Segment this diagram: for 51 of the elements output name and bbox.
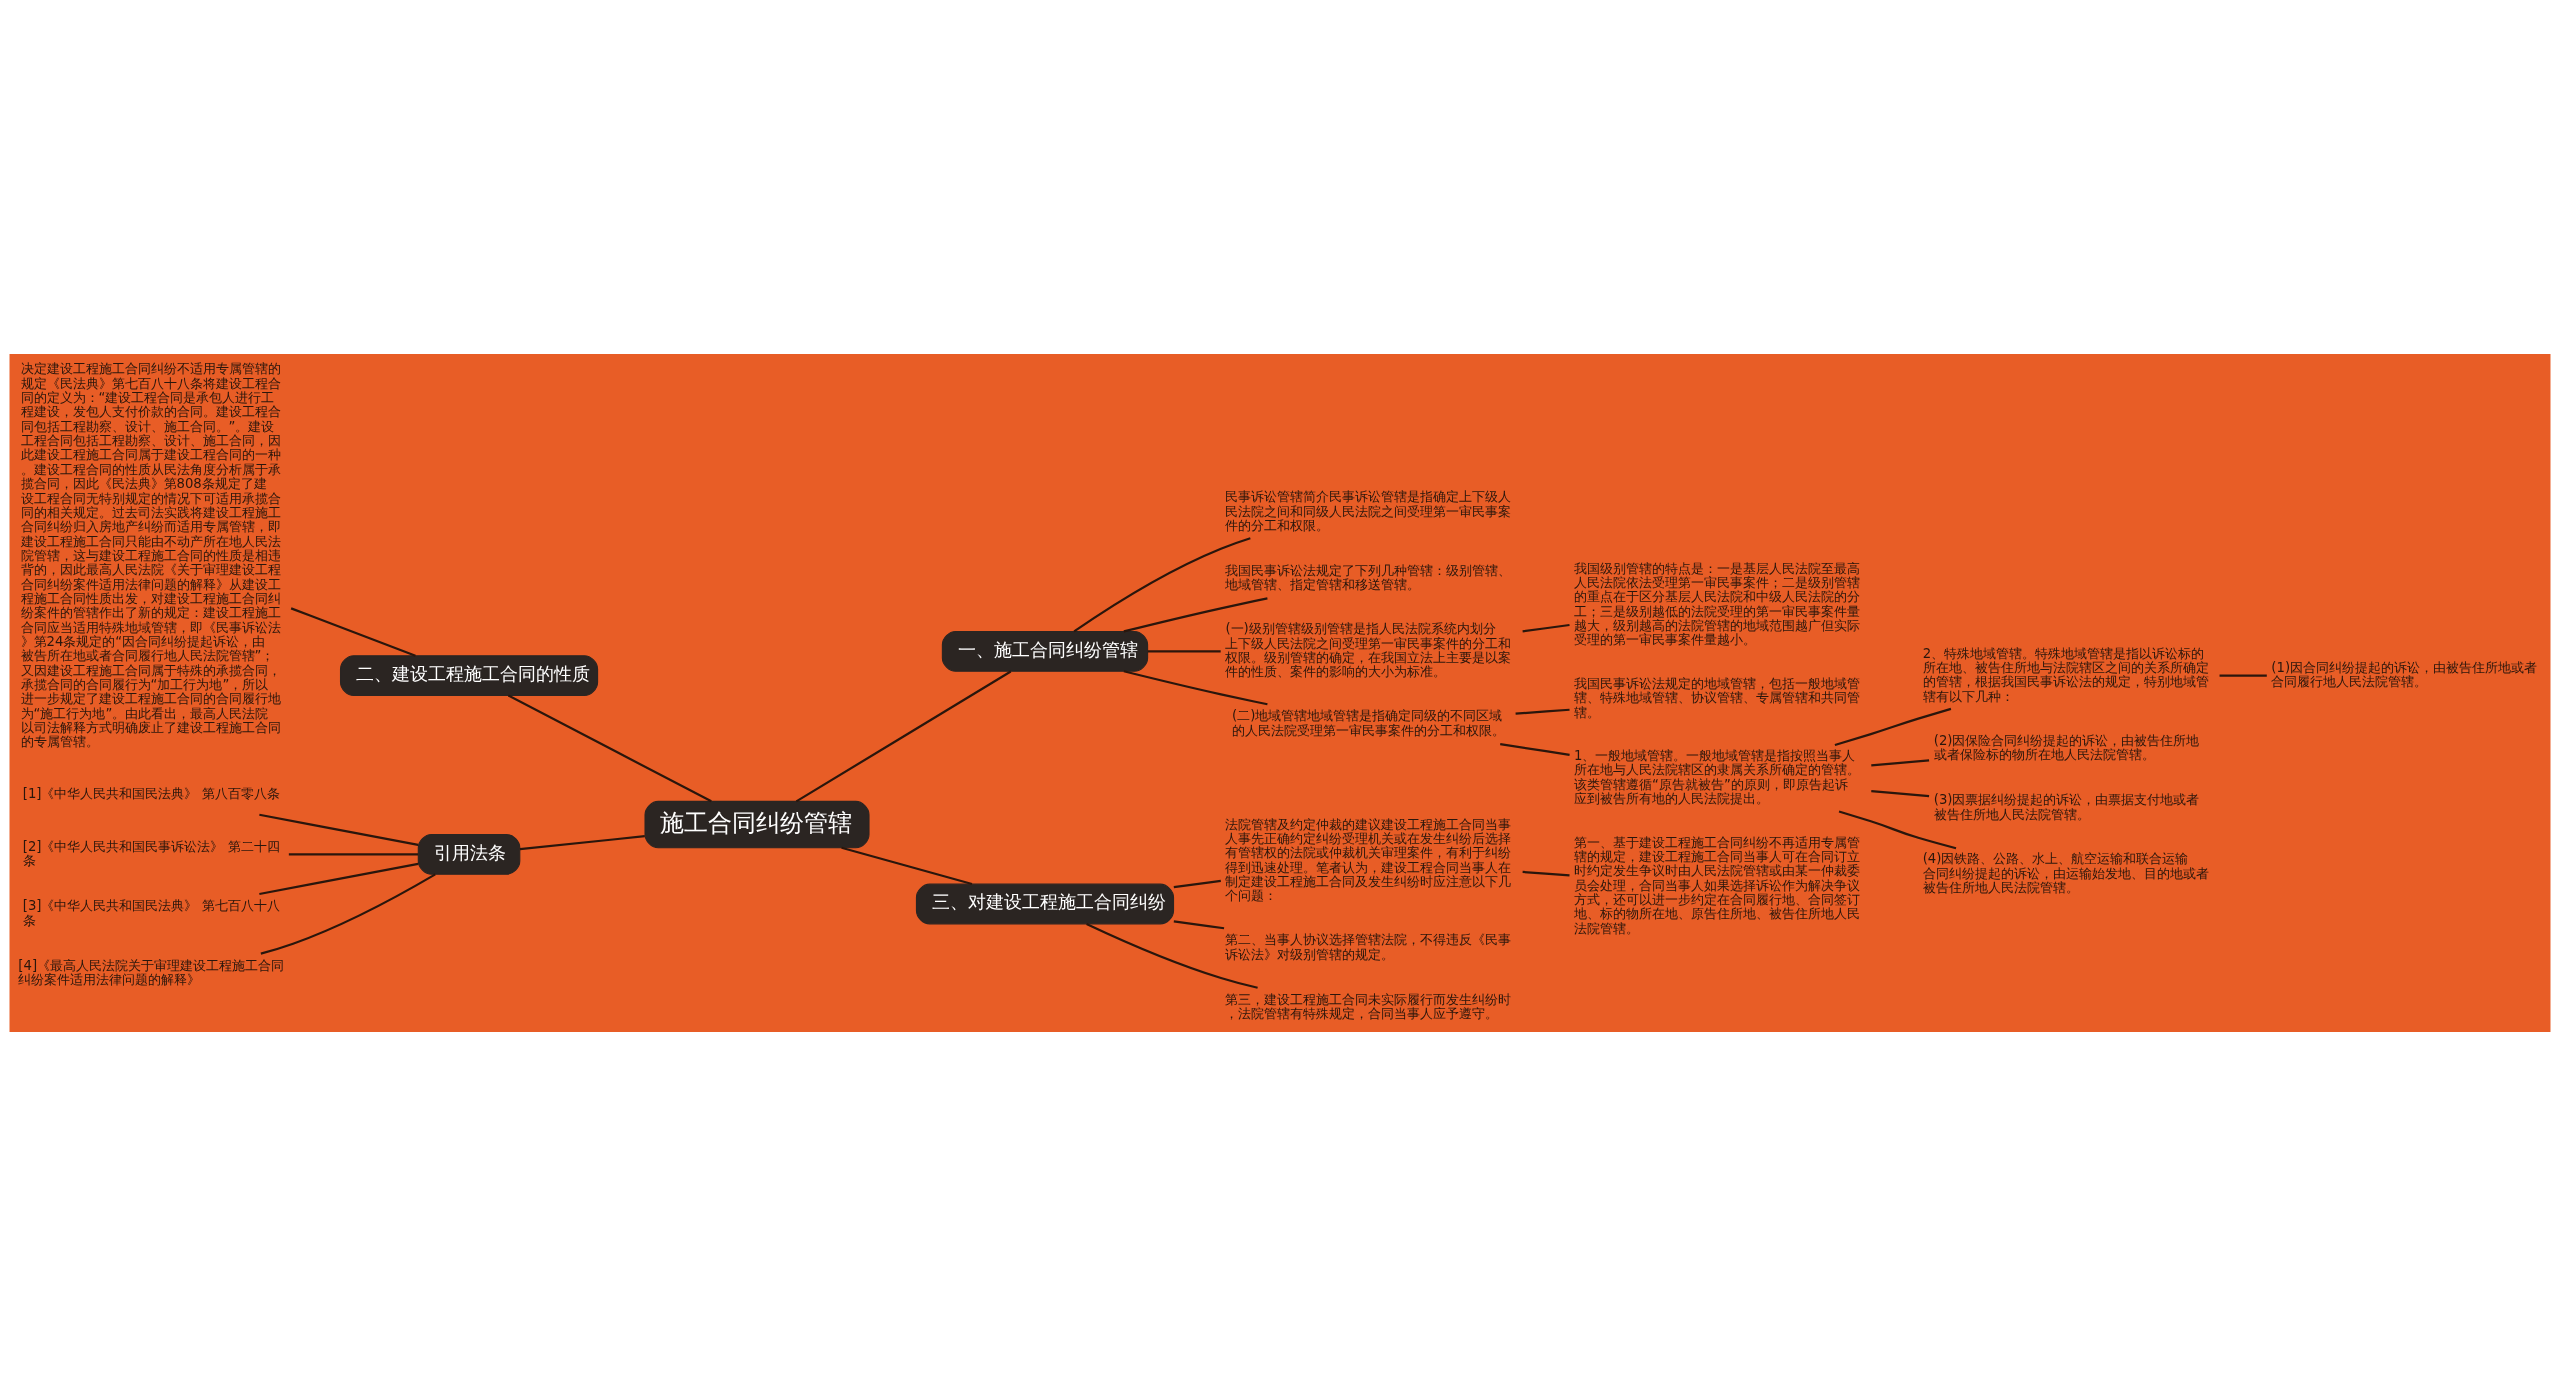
- node-box: 三、对建设工程施工合同纠纷: [915, 883, 1175, 925]
- node-text: 第三，建设工程施工合同未实际履行而发生纠纷时，法院管辖有特殊规定，合同当事人应予遵守。: [1225, 991, 1512, 1022]
- connector: [1500, 742, 1570, 756]
- node-box: 二、建设工程施工合同的性质: [339, 655, 599, 697]
- node-text: (二)地域管辖地域管辖是指确定同级的不同区域的人民法院受理第一审民事案件的分工和权限。: [1232, 708, 1505, 738]
- node-text: 我国民事诉讼法规定的地域管辖，包括一般地域管辖、特殊地域管辖、协议管辖、专属管辖和共同管辖。: [1574, 675, 1861, 720]
- connector: [1073, 537, 1251, 633]
- connector: [519, 835, 645, 851]
- connector: [1522, 623, 1570, 633]
- connector: [290, 607, 416, 657]
- connector: [1871, 759, 1930, 767]
- node-text: 第一、基于建设工程施工合同纠纷不再适用专属管辖的规定，建设工程施工合同当事人可在合同订立时约定发生争议时由人民法院管辖或由某一仲裁委员会处理，合同当事人如果选择诉讼作为解决争议方式，还可以进一步约定在合同履行地、合同签订地、标的物所在地、原告住所地、被告住所地人民法院管辖。: [1574, 834, 1861, 936]
- connector: [1871, 790, 1930, 798]
- node-text: 第二、当事人协议选择管辖法院，不得违反《民事诉讼法》对级别管辖的规定。: [1225, 932, 1512, 962]
- connector: [259, 813, 419, 846]
- node-text: (3)因票据纠纷提起的诉讼，由票据支付地或者被告住所地人民法院管辖。: [1933, 792, 2200, 822]
- connector: [841, 846, 973, 886]
- node-text: [2]《中华人民共和国民事诉讼法》 第二十四条: [22, 838, 280, 868]
- node-text: (4)因铁路、公路、水上、航空运输和联合运输合同纠纷提起的诉讼，由运输始发地、目的地或者被告住所地人民法院管辖。: [1922, 851, 2209, 895]
- node-text: [4]《最高人民法院关于审理建设工程施工合同纠纷案件适用法律问题的解释》: [18, 957, 285, 988]
- connector: [2219, 674, 2267, 677]
- connector: [795, 670, 1012, 803]
- connector: [1173, 920, 1225, 930]
- connector: [1173, 879, 1221, 889]
- connector: [1147, 650, 1221, 653]
- node-text: 法院管辖及约定仲裁的建议建设工程施工合同当事人事先正确约定纠纷受理机关或在发生纠纷后选择有管辖权的法院或仲裁机关审理案件，有利于纠纷得到迅速处理。笔者认为，建设工程合同当事人在制定建设工程施工合同及发生纠纷时应注意以下几个问题：: [1225, 816, 1512, 904]
- connector: [1834, 707, 1952, 747]
- node-text: [1]《中华人民共和国民法典》 第八百零八条: [22, 786, 280, 802]
- node-text: 我国级别管辖的特点是：一是基层人民法院至最高人民法院依法受理第一审民事案件；二是级别管辖的重点在于区分基层人民法院和中级人民法院的分工；三是级别越低的法院受理的第一审民事案件量越大，级别越高的法院管辖的地域范围越广但实际受理的第一审民事案件量越小。: [1574, 560, 1861, 648]
- node-text: 民事诉讼管辖简介民事诉讼管辖是指确定上下级人民法院之间和同级人民法院之间受理第一审民事案件的分工和权限。: [1225, 489, 1512, 534]
- node-text: 2、特殊地域管辖。特殊地域管辖是指以诉讼标的所在地、被告住所地与法院辖区之间的关系所确定的管辖，根据我国民事诉讼法的规定，特别地域管辖有以下几种：: [1922, 645, 2209, 704]
- connector: [1123, 670, 1268, 706]
- connector: [1086, 922, 1258, 989]
- connector: [1123, 597, 1268, 633]
- connector: [1838, 810, 1957, 850]
- node-text: 决定建设工程施工合同纠纷不适用专属管辖的规定《民法典》第七百八十八条将建设工程合同的定义为：“建设工程合同是承包人进行工程建设，发包人支付价款的合同。建设工程合同包括工程勘察、设计、施工合同。”。建设工程合同包括工程勘察、设计、施工合同，因此建设工程施工合同属于建设工程合同的一种。建设工程合同的性质从民法角度分析属于承揽合同，因此《民法典》第808条规定了建设工程合同无特别规定的情况下可适用承揽合同的相关规定。过去司法实践将建设工程施工合同纠纷归入房地产纠纷而适用专属管辖，即建设工程施工合同只能由不动产所在地人民法院管辖，这与建设工程施工合同的性质是相违背的，因此最高人民法院《关于审理建设工程合同纠纷案件适用法律问题的解释》从建设工程施工合同性质出发，对建设工程施工合同纠纷案件的管辖作出了新的规定：建设工程施工合同应当适用特殊地域管辖，即《民事诉讼法》第24条规定的“因合同纠纷提起诉讼，由被告所在地或者合同履行地人民法院管辖”；又因建设工程施工合同属于特殊的承揽合同，承揽合同的合同履行为“加工行为地”，所以进一步规定了建设工程施工合同的合同履行地为“施工行为地”。由此看出，最高人民法院以司法解释方式明确废止了建设工程施工合同的专属管辖。: [20, 361, 281, 750]
- node-text: [3]《中华人民共和国民法典》 第七百八十八条: [22, 898, 280, 928]
- connector: [507, 694, 712, 803]
- node-text: (1)因合同纠纷提起的诉讼，由被告住所地或者合同履行地人民法院管辖。: [2271, 659, 2538, 690]
- node-box: 施工合同纠纷管辖: [644, 800, 870, 849]
- node-text: 我国民事诉讼法规定了下列几种管辖：级别管辖、地域管辖、指定管辖和移送管辖。: [1225, 562, 1512, 593]
- connector: [288, 853, 419, 856]
- connector: [1522, 870, 1570, 877]
- connector: [260, 873, 436, 955]
- node-text: 1、一般地域管辖。一般地域管辖是指按照当事人所在地与人民法院辖区的隶属关系所确定的管辖。该类管辖遵循“原告就被告”的原则，即原告起诉应到被告所有地的人民法院提出。: [1574, 748, 1861, 807]
- node-text: (一)级别管辖级别管辖是指人民法院系统内划分上下级人民法院之间受理第一审民事案件的分工和权限。级别管辖的确定，在我国立法上主要是以案件的性质、案件的影响的大小为标准。: [1225, 621, 1512, 680]
- connector: [1515, 708, 1570, 715]
- connector: [259, 862, 419, 896]
- node-box: 一、施工合同纠纷管辖: [941, 630, 1149, 672]
- node-text: (2)因保险合同纠纷提起的诉讼，由被告住所地或者保险标的物所在地人民法院管辖。: [1933, 732, 2200, 763]
- node-box: 引用法条: [417, 833, 521, 875]
